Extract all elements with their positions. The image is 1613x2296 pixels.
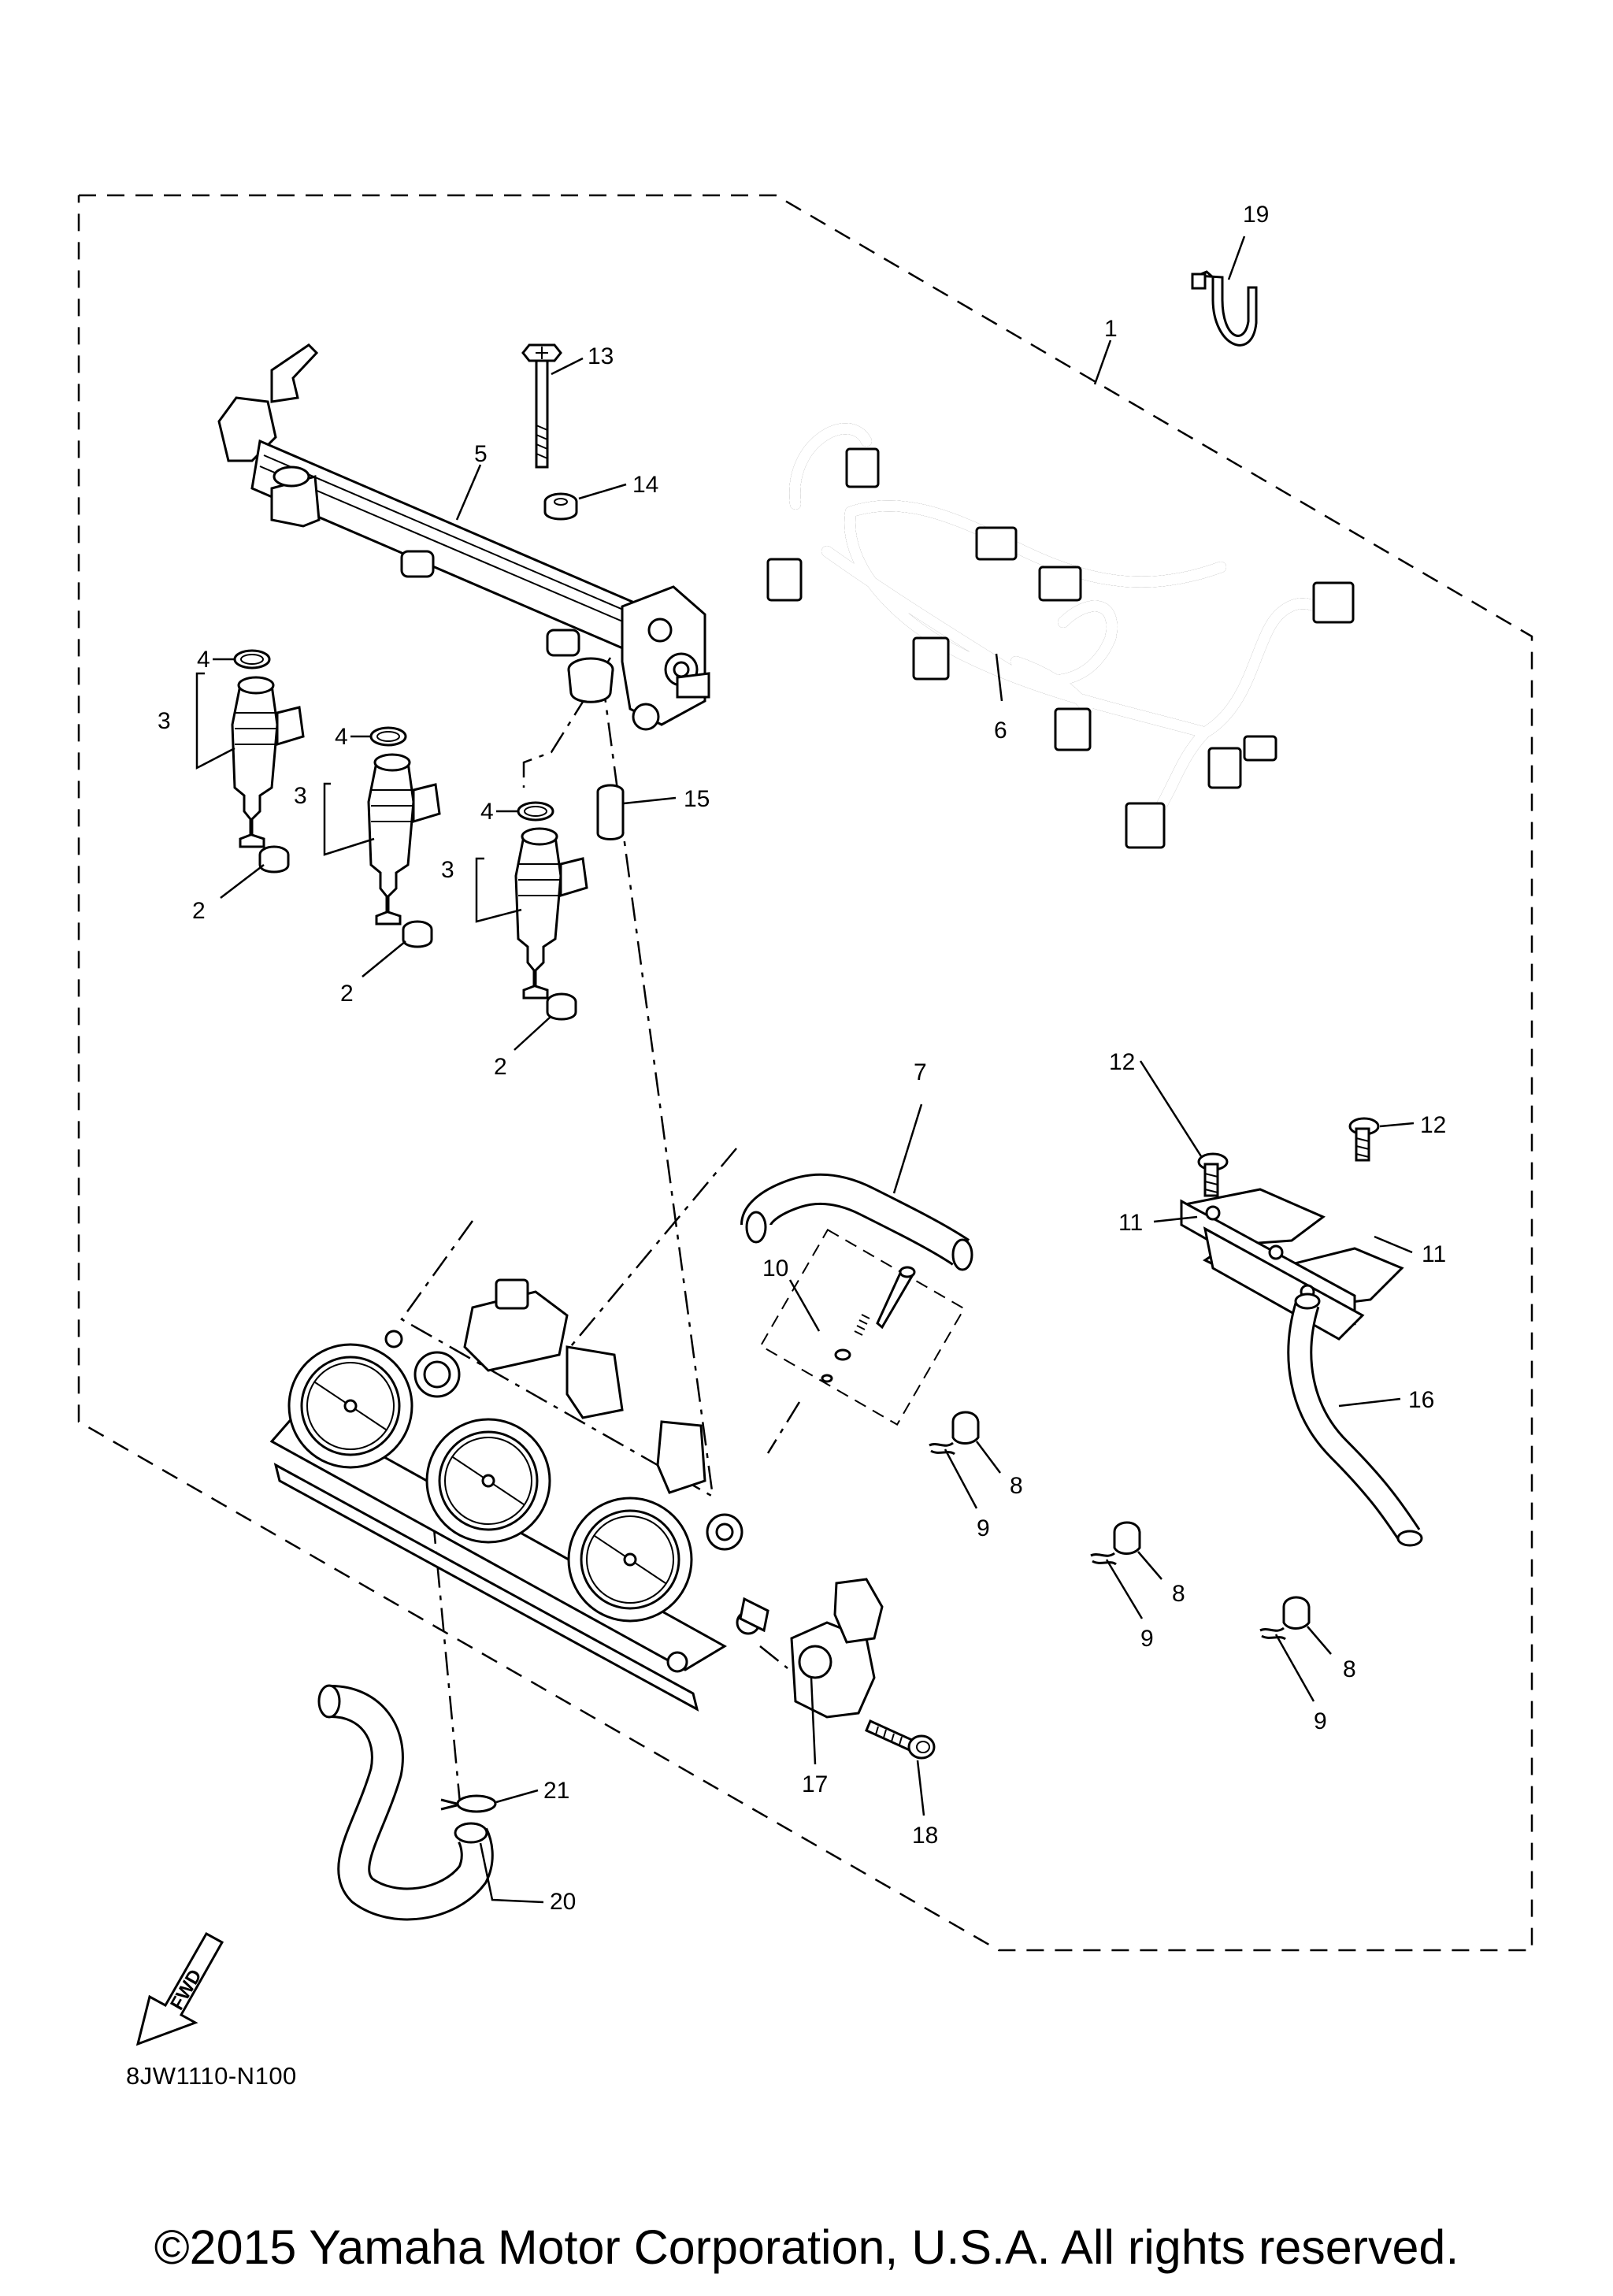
callout-21: 21 (543, 1778, 569, 1804)
leader-lines (195, 236, 1415, 1904)
part-20-hose (317, 1684, 494, 1921)
part-17-sensor (790, 1578, 884, 1719)
copyright-notice: ©2015 Yamaha Motor Corporation, U.S.A. A… (154, 2220, 1459, 2274)
fwd-label: FWD (166, 1966, 206, 2014)
part-11-brackets (1180, 1188, 1404, 1341)
part-5-fuel-rail (217, 343, 710, 731)
callout-2b: 2 (340, 981, 354, 1007)
callout-19: 19 (1243, 202, 1269, 228)
callout-12a: 12 (1109, 1049, 1135, 1075)
callout-labels: 19 1 13 5 14 4 3 6 4 3 15 4 3 2 2 2 7 12… (158, 202, 1446, 1915)
callout-8c: 8 (1343, 1656, 1356, 1682)
part-21-clip (440, 1794, 497, 1813)
callout-2c: 2 (494, 1054, 507, 1080)
part-3-injectors (231, 676, 588, 1000)
part-16-hose (1287, 1293, 1423, 1547)
callout-10: 10 (762, 1256, 788, 1282)
callout-8a: 8 (1010, 1473, 1023, 1499)
callout-8b: 8 (1172, 1581, 1185, 1607)
callout-6: 6 (994, 718, 1007, 744)
fwd-arrow-icon: FWD (135, 1931, 224, 2046)
callout-17: 17 (802, 1771, 828, 1797)
throttle-body-assembly (269, 1278, 769, 1712)
part-2-seals (258, 845, 577, 1021)
part-9-clips (929, 1441, 1286, 1641)
part-15-sleeve (596, 784, 625, 840)
callout-4b: 4 (335, 724, 348, 750)
part-14-collar (543, 492, 578, 521)
callout-5: 5 (474, 441, 488, 467)
callout-3b: 3 (294, 783, 307, 809)
callout-12b: 12 (1420, 1112, 1446, 1138)
callout-1: 1 (1104, 316, 1118, 342)
part-8-caps (951, 1411, 1311, 1630)
part-19-clamp (1191, 270, 1258, 347)
callout-9a: 9 (977, 1515, 990, 1541)
callout-2a: 2 (192, 898, 206, 924)
callout-13: 13 (588, 343, 614, 369)
part-10-screw-set (759, 1229, 966, 1426)
part-7-hose (740, 1173, 973, 1271)
callout-11a: 11 (1118, 1210, 1143, 1236)
callout-15: 15 (684, 786, 710, 812)
part-6-wire-harness (766, 423, 1355, 849)
callout-14: 14 (632, 472, 658, 498)
part-13-bolt (521, 343, 562, 469)
part-18-screw (865, 1719, 936, 1760)
callout-3c: 3 (441, 857, 454, 883)
callout-18: 18 (912, 1823, 938, 1849)
callout-9b: 9 (1140, 1626, 1154, 1652)
callout-4c: 4 (480, 799, 494, 825)
callout-4a: 4 (197, 647, 210, 673)
callout-11b: 11 (1422, 1241, 1446, 1267)
callout-9c: 9 (1314, 1708, 1327, 1734)
part-12-screws (1197, 1117, 1380, 1197)
callout-3a: 3 (158, 708, 171, 734)
callout-20: 20 (550, 1889, 576, 1915)
callout-7: 7 (914, 1059, 927, 1085)
part-4-o-rings (233, 649, 554, 822)
callout-16: 16 (1408, 1387, 1434, 1413)
diagram-code: 8JW1110-N100 (126, 2062, 297, 2090)
assembly-boundary (77, 194, 1533, 1952)
